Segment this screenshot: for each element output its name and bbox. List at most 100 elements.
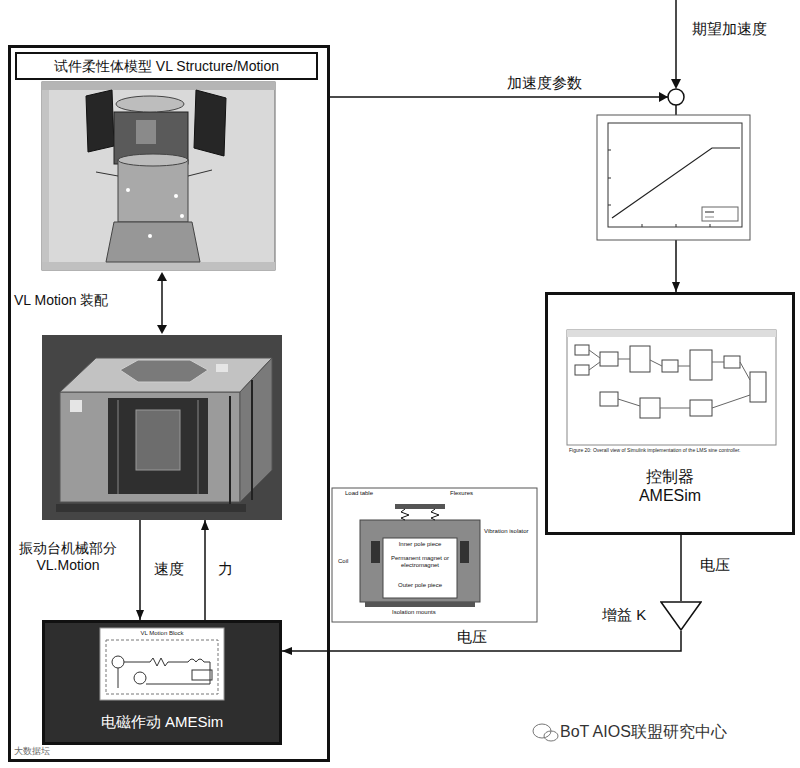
- controller-box: 控制器 AMESim: [545, 292, 795, 535]
- figure-caption: Figure 20: Overall view of Simulink impl…: [569, 447, 740, 453]
- part-name: Flexures: [450, 490, 473, 497]
- part-name: Outer pole piece: [385, 582, 455, 589]
- input-signal-label: 期望加速度: [692, 20, 767, 38]
- shaker-cross-section: [360, 520, 480, 602]
- actuator-panel: [106, 640, 218, 694]
- gain-triangle: 增益 K: [660, 601, 702, 631]
- part-name: Vibration isolator: [484, 528, 534, 535]
- part-name: Isolation mounts: [392, 609, 436, 616]
- signal-label-holder: 电压: [455, 628, 489, 646]
- signal-label: 电压: [700, 556, 730, 574]
- satellite-model-screenshot: [116, 96, 184, 112]
- controller-screenshot: [690, 350, 712, 380]
- shaker-cross-section: [395, 504, 445, 509]
- satellite-model-screenshot: [42, 90, 49, 262]
- controller-screenshot: [567, 330, 776, 337]
- shaker-cross-section: [332, 488, 537, 622]
- controller-screenshot: [575, 365, 589, 375]
- spectrum-plot: [642, 224, 643, 227]
- part-name-holder: Inner pole piece: [385, 541, 455, 548]
- assembly-double-arrow: [157, 272, 167, 334]
- summing-junction: [675, 0, 677, 80]
- satellite-model-screenshot: [106, 222, 200, 262]
- shaker-cross-section: [401, 509, 409, 520]
- assembly-label-holder: VL Motion 装配: [14, 292, 108, 309]
- shaker-model-render: [198, 400, 199, 494]
- shaker-cross-section: [383, 538, 457, 598]
- part-name-holder: Permanent magnet or electromagnet: [385, 555, 455, 569]
- satellite-model-screenshot: [148, 234, 152, 238]
- part-name-holder: Outer pole piece: [385, 582, 455, 589]
- panel-caption-holder: 振动台机械部分 VL.Motion: [12, 540, 124, 574]
- actuator-panel: [192, 670, 212, 680]
- spectrum-plot: [597, 115, 750, 240]
- part-name-holder: Load table: [345, 490, 373, 497]
- shaker-model-render: [229, 396, 231, 510]
- controller-screenshot: [567, 330, 776, 445]
- shaker-model-render: [118, 400, 119, 494]
- part-name: Load table: [345, 490, 373, 497]
- summing-junction: [671, 79, 681, 89]
- spectrum-plot: [608, 123, 742, 227]
- shaker-model-render: [108, 398, 208, 494]
- shaker-cross-section: [431, 509, 439, 520]
- satellite-model-screenshot: [86, 90, 114, 152]
- spectrum-plot: [705, 217, 714, 218]
- spectrum-plot: [608, 150, 611, 151]
- spectrum-plot: [608, 178, 611, 179]
- part-name: Coil: [338, 558, 348, 565]
- signal-label-holder: 电压: [698, 556, 732, 574]
- part-name: Inner pole piece: [385, 541, 455, 548]
- summing-junction: [668, 89, 684, 105]
- signal-label-holder: 力: [216, 560, 235, 578]
- part-name-holder: Flexures: [450, 490, 473, 497]
- spectrum-plot: [702, 207, 738, 221]
- signal-label-holder: 速度: [152, 560, 186, 578]
- summing-junction: [659, 0, 684, 105]
- gain-label: 增益 K: [602, 606, 646, 624]
- controller-screenshot: [690, 400, 712, 416]
- signal-label-holder: 加速度参数: [505, 74, 584, 92]
- part-name-holder: Isolation mounts: [392, 609, 436, 616]
- shaker-model-render: [56, 504, 246, 512]
- controller-screenshot: [724, 356, 740, 368]
- watermark-holder: 大数据坛: [14, 746, 50, 757]
- signal-label: 加速度参数: [507, 74, 582, 92]
- satellite-model-screenshot: [126, 188, 130, 192]
- gain-triangle-shape: [660, 601, 702, 631]
- box-title: 控制器 AMESim: [620, 467, 720, 505]
- figure-caption-holder: Figure 20: Overall view of Simulink impl…: [569, 447, 740, 453]
- summing-junction: [659, 92, 668, 102]
- schematic-title: VL Motion Block: [104, 630, 220, 637]
- shaker-model-render: [136, 410, 180, 470]
- spectrum-plot: [710, 224, 711, 227]
- frame-title-holder: 试件柔性体模型 VL Structure/Motion: [15, 52, 318, 80]
- controller-screenshot: [630, 346, 650, 372]
- spectrum-plot: [676, 224, 677, 227]
- system-frame: 试件柔性体模型 VL Structure/Motion 振动台机械部分 VL.Mo…: [8, 45, 330, 762]
- actuator-box: 电磁作动 AMESim: [42, 620, 282, 745]
- shaker-model-render: [42, 335, 282, 520]
- watermark-holder: BoT AIOS联盟研究中心: [560, 722, 727, 741]
- actuator-panel: [42, 620, 282, 745]
- assembly-label: VL Motion 装配: [14, 292, 108, 309]
- controller-screenshot: [589, 350, 750, 408]
- watermark-icon: [533, 724, 558, 741]
- signal-arrow: [204, 520, 206, 620]
- controller-screenshot: [600, 352, 618, 366]
- watermark: 大数据坛: [14, 746, 50, 757]
- shaker-model-render: [60, 358, 272, 392]
- box-title-holder: 控制器 AMESim: [620, 467, 720, 505]
- schematic-title-holder: VL Motion Block: [104, 630, 220, 637]
- watermark: BoT AIOS联盟研究中心: [560, 722, 727, 741]
- gain-label-holder: 增益 K: [602, 606, 646, 624]
- part-name: Permanent magnet or electromagnet: [385, 555, 455, 569]
- box-title: 电磁作动 AMESim: [45, 713, 279, 731]
- gain-triangle-shape: [661, 602, 701, 630]
- actuator-panel: [112, 656, 124, 668]
- shaker-model-render: [240, 358, 272, 502]
- signal-arrow: [139, 520, 141, 620]
- assembly-double-arrow: [161, 280, 163, 326]
- actuator-panel: [124, 658, 188, 666]
